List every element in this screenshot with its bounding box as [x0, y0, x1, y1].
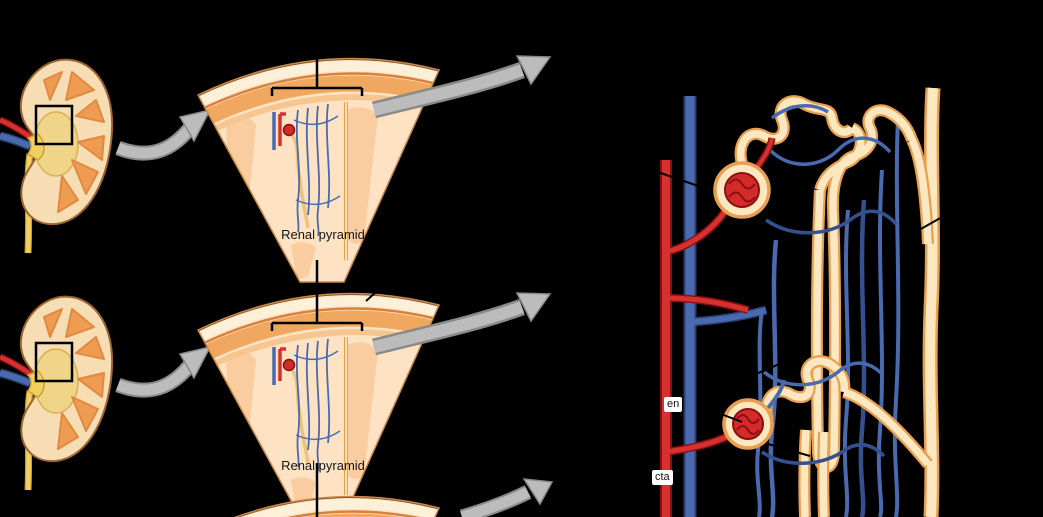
magnify-arrow-5 [459, 478, 554, 517]
leader-tick [365, 283, 386, 302]
kidney-illustration-bottom [0, 297, 112, 490]
nephron-detail-diagram [651, 87, 959, 517]
nephron-tubules-1 [734, 95, 934, 473]
glomerular-capillaries-1 [724, 172, 760, 208]
magnify-arrow-1 [118, 110, 210, 153]
arcuate-branch [665, 295, 749, 313]
glomerulus-2 [722, 398, 774, 450]
renal-pyramid-wedge-bottom [198, 260, 439, 517]
glomerulus-1 [713, 137, 776, 219]
peritubular-capillaries [761, 104, 898, 465]
afferent-arteriole-2 [665, 433, 730, 455]
kidney-illustration-top [0, 60, 112, 253]
collecting-duct [922, 87, 941, 517]
magnify-arrow-3 [118, 347, 210, 390]
glomerular-capillaries-2 [732, 408, 764, 440]
renal-pyramid-wedge-top [198, 25, 439, 282]
connecting-tubule [908, 138, 932, 245]
renal-artery [660, 160, 750, 517]
proximal-tubule [736, 97, 855, 165]
distal-tubule [829, 106, 916, 211]
afferent-arteriole-1 [665, 208, 729, 255]
leader-lines [651, 169, 959, 483]
